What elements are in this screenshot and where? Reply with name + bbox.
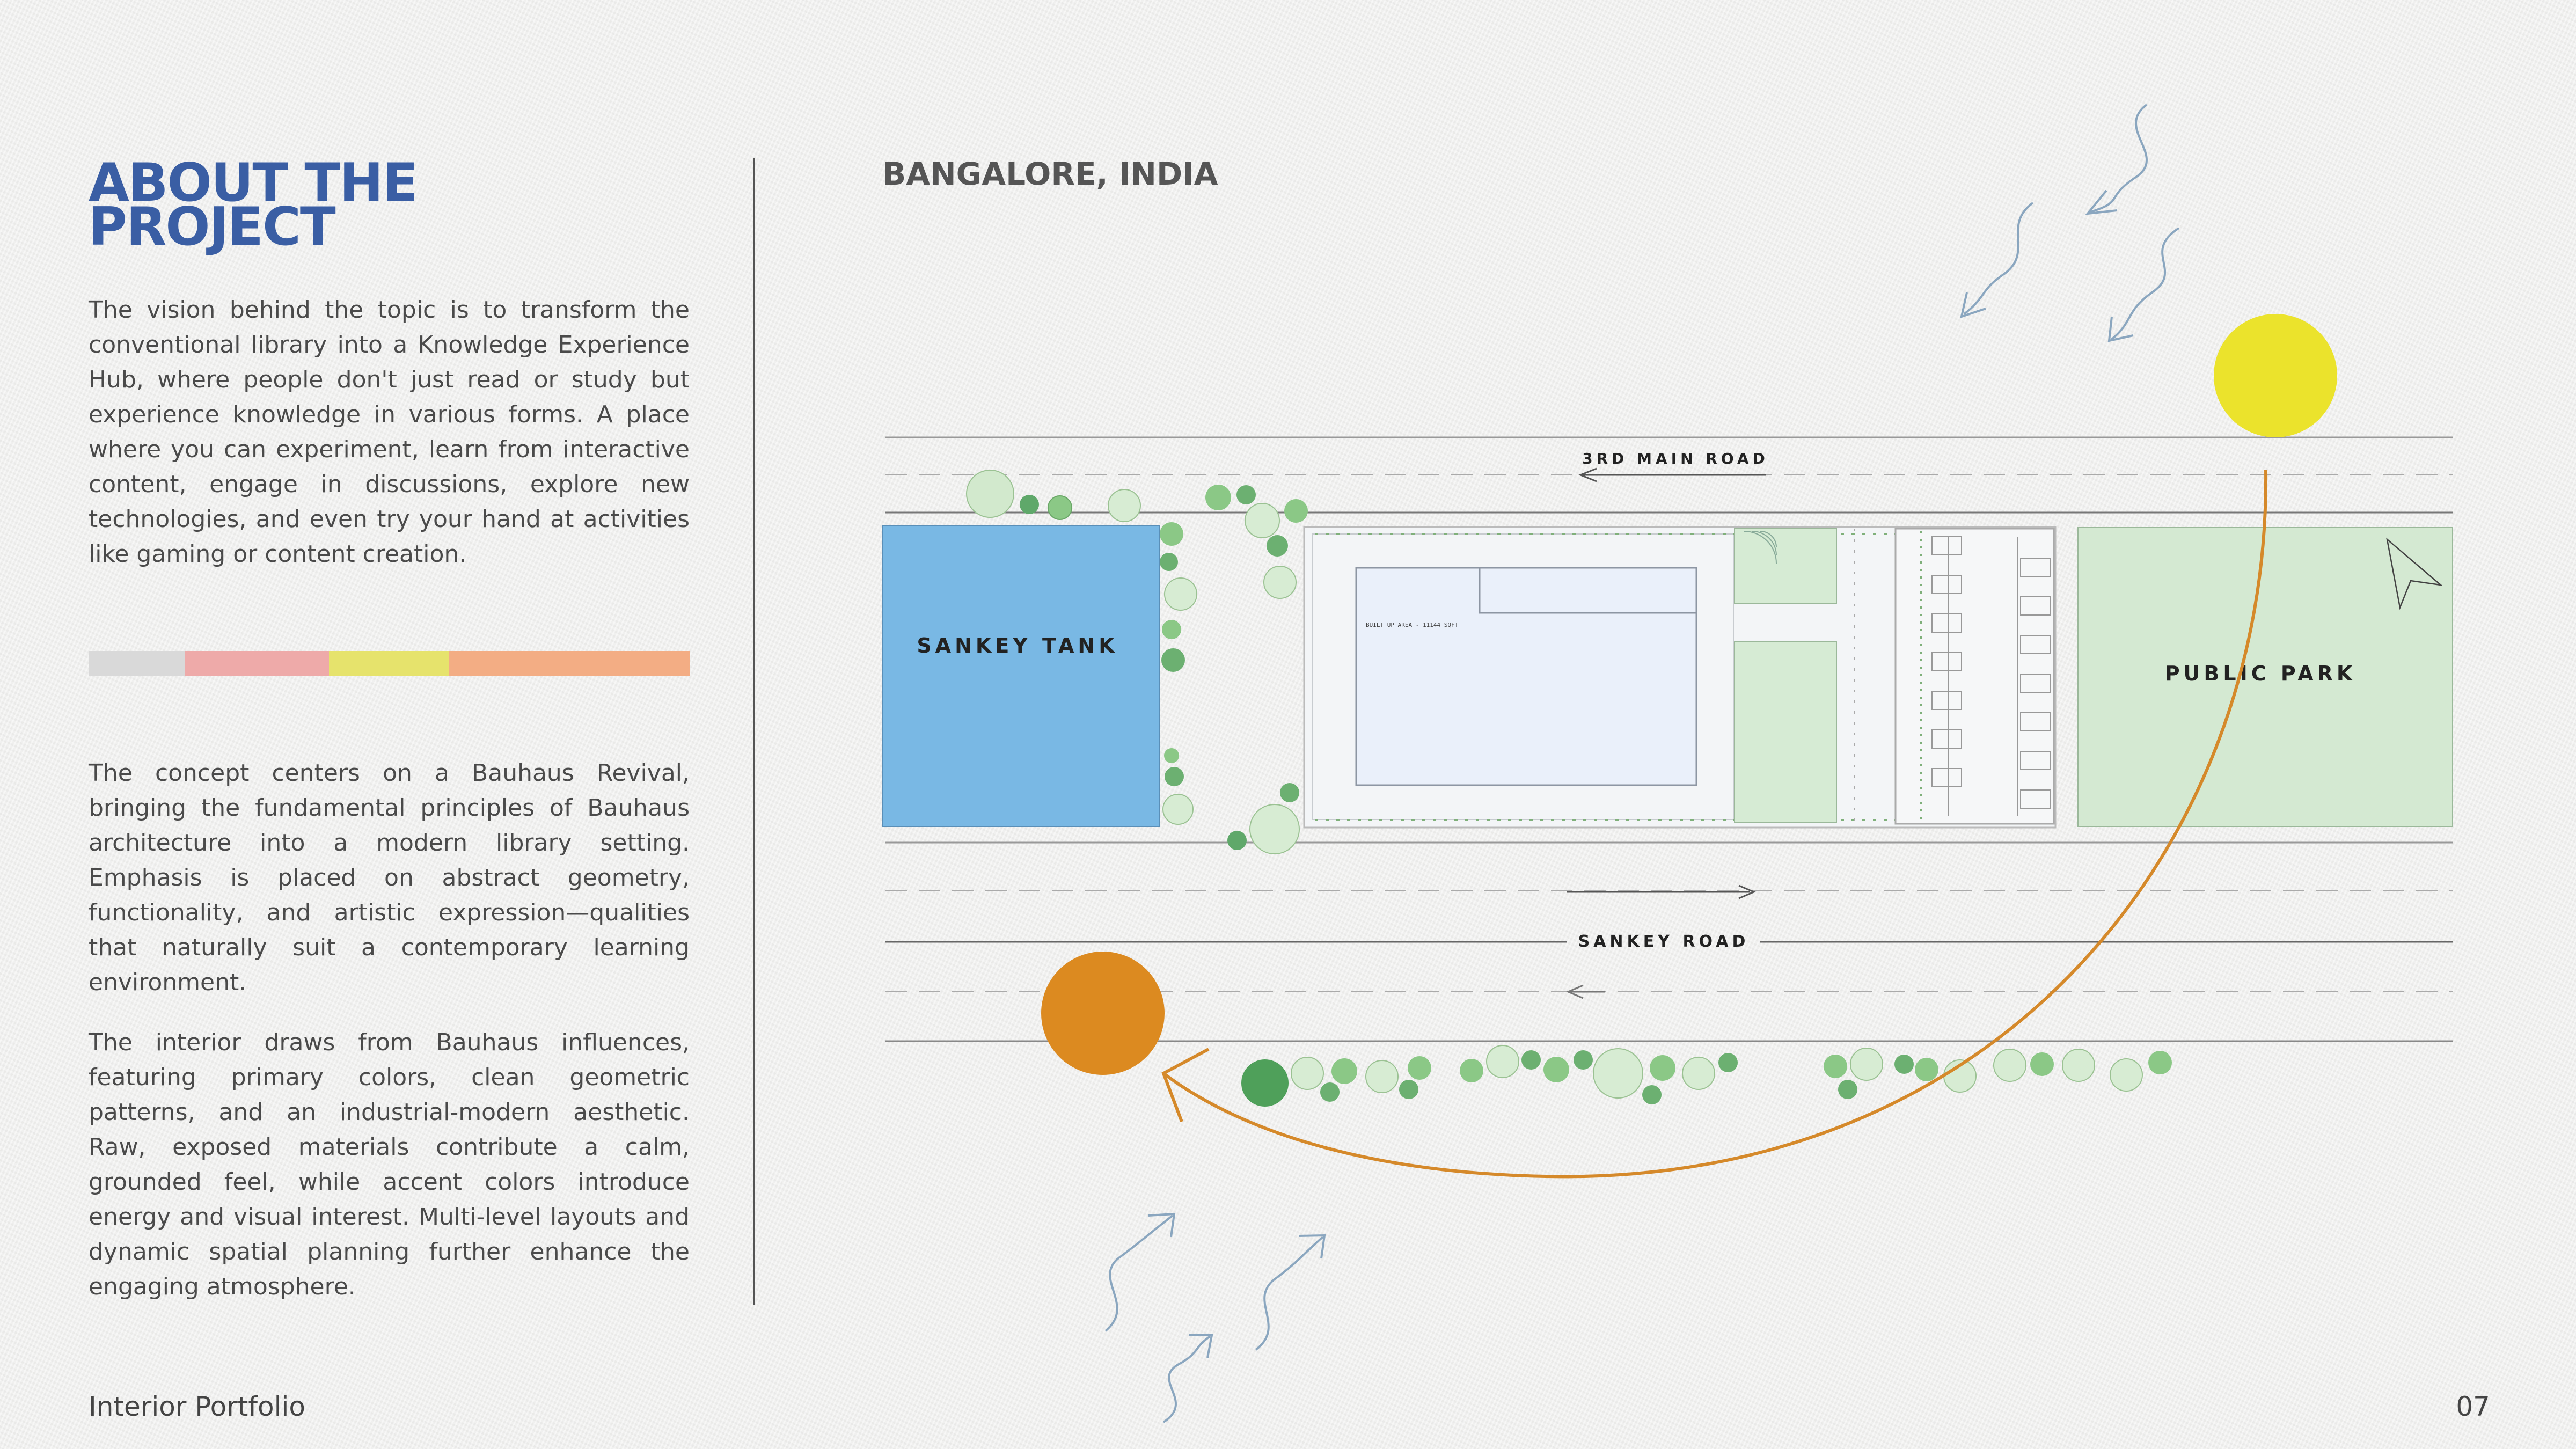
color-palette-bar <box>89 651 690 676</box>
wind-arrowhead <box>2085 189 2118 215</box>
sankey-tank-block <box>882 525 1160 827</box>
wind-arrowhead <box>1188 1334 1213 1358</box>
wind-arrow-icon <box>1104 1214 1174 1332</box>
road-label-bottom: SANKEY ROAD <box>1578 932 1750 951</box>
wind-arrow-icon <box>1963 202 2034 315</box>
palette-swatch-pink <box>185 651 329 676</box>
wind-arrowhead <box>2107 316 2134 342</box>
parking-area <box>1894 528 2055 825</box>
location-title: BANGALORE, INDIA <box>882 156 1218 192</box>
sunrise-sun-icon <box>2214 314 2337 437</box>
wind-arrow-icon <box>1162 1335 1211 1423</box>
palette-swatch-grey <box>89 651 185 676</box>
sun-path-arrowhead <box>1161 1048 1210 1123</box>
wind-arrowhead <box>1960 292 1986 319</box>
footer-title: Interior Portfolio <box>89 1391 305 1422</box>
wind-arrowhead <box>1298 1234 1326 1259</box>
wind-arrow-icon <box>2111 227 2180 340</box>
vision-paragraph: The vision behind the topic is to transf… <box>89 296 690 568</box>
sankey-tank-label: SANKEY TANK <box>917 634 1118 657</box>
built-up-area-note: BUILT UP AREA - 11144 SQFT <box>1366 621 1459 628</box>
page-number: 07 <box>2456 1391 2490 1422</box>
public-park-label: PUBLIC PARK <box>2165 662 2357 685</box>
top-road: 3RD MAIN ROAD <box>885 436 2453 514</box>
wind-arrowhead <box>1148 1212 1176 1238</box>
palette-swatch-orange <box>449 651 690 676</box>
palette-swatch-yellow <box>328 651 449 676</box>
sunset-sun-icon <box>1041 952 1165 1075</box>
wind-arrow-icon <box>2090 104 2148 213</box>
west-arrow-top <box>1578 467 1597 482</box>
west-arrow-bottom <box>1566 984 1584 999</box>
section-heading: ABOUT THE PROJECT <box>89 152 418 258</box>
east-arrow-bottom <box>1738 884 1756 899</box>
concept-paragraph: The concept centers on a Bauhaus Revival… <box>89 759 690 996</box>
road-label-top: 3RD MAIN ROAD <box>1582 450 1769 467</box>
trees <box>966 470 2172 1107</box>
wind-arrow-icon <box>1255 1236 1324 1351</box>
public-park-block <box>2077 527 2453 827</box>
wind-arrows <box>1104 104 2180 1423</box>
column-divider <box>753 158 755 1305</box>
sun-path-arc <box>1162 469 2268 1179</box>
interior-paragraph: The interior draws from Bauhaus influenc… <box>89 1029 690 1300</box>
north-arrow-icon <box>2386 537 2443 610</box>
site-plan-drawing: BUILT UP AREA - 11144 SQFT <box>1303 526 2057 829</box>
bottom-road: SANKEY ROAD <box>885 841 2453 1042</box>
